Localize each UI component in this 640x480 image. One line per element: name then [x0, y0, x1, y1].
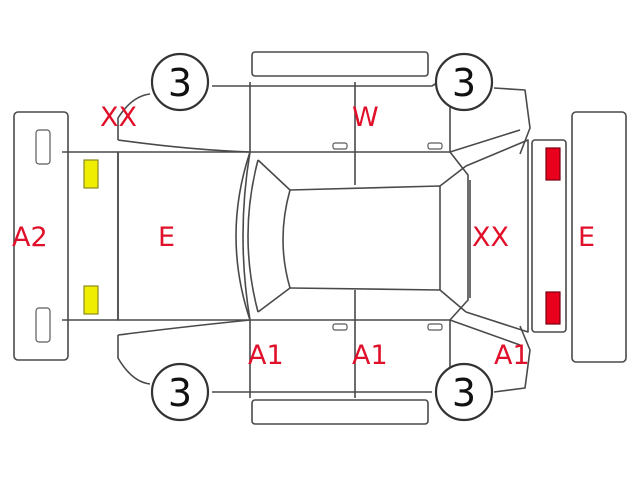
tire-front-left: 3 [150, 52, 210, 112]
tire-rear-right-grade: 3 [452, 371, 476, 415]
rear-bumper-panel [571, 111, 627, 363]
rear-lamp-top [545, 147, 561, 181]
mark-front-left-fender: XX [100, 102, 137, 133]
left-side-profile [117, 51, 531, 185]
mark-front-bumper: A2 [12, 222, 48, 253]
mark-rear-bumper: E [578, 222, 595, 253]
front-lamp-bottom [83, 285, 99, 315]
mark-front-right-door-a: A1 [248, 340, 284, 371]
mark-rear-right-fender: A1 [494, 340, 530, 371]
tire-front-right-grade: 3 [168, 371, 192, 415]
front-lamp-top [83, 159, 99, 189]
tire-rear-left-grade: 3 [452, 61, 476, 105]
tire-rear-right: 3 [434, 362, 494, 422]
front-bumper-panel [13, 111, 69, 361]
tire-rear-left: 3 [434, 52, 494, 112]
mark-roof-side: W [352, 102, 379, 133]
cabin [235, 151, 469, 321]
tire-front-right: 3 [150, 362, 210, 422]
front-nose [62, 151, 119, 321]
rear-lamp-housing [531, 139, 567, 333]
rear-lamp-bottom [545, 291, 561, 325]
rear-deck [465, 139, 529, 333]
tire-front-left-grade: 3 [168, 61, 192, 105]
mark-front-right-door-b: A1 [352, 340, 388, 371]
right-side-profile [117, 290, 531, 425]
hood-panel [117, 151, 251, 321]
mark-hood: E [158, 222, 175, 253]
mark-rear-glass: XX [472, 222, 509, 253]
